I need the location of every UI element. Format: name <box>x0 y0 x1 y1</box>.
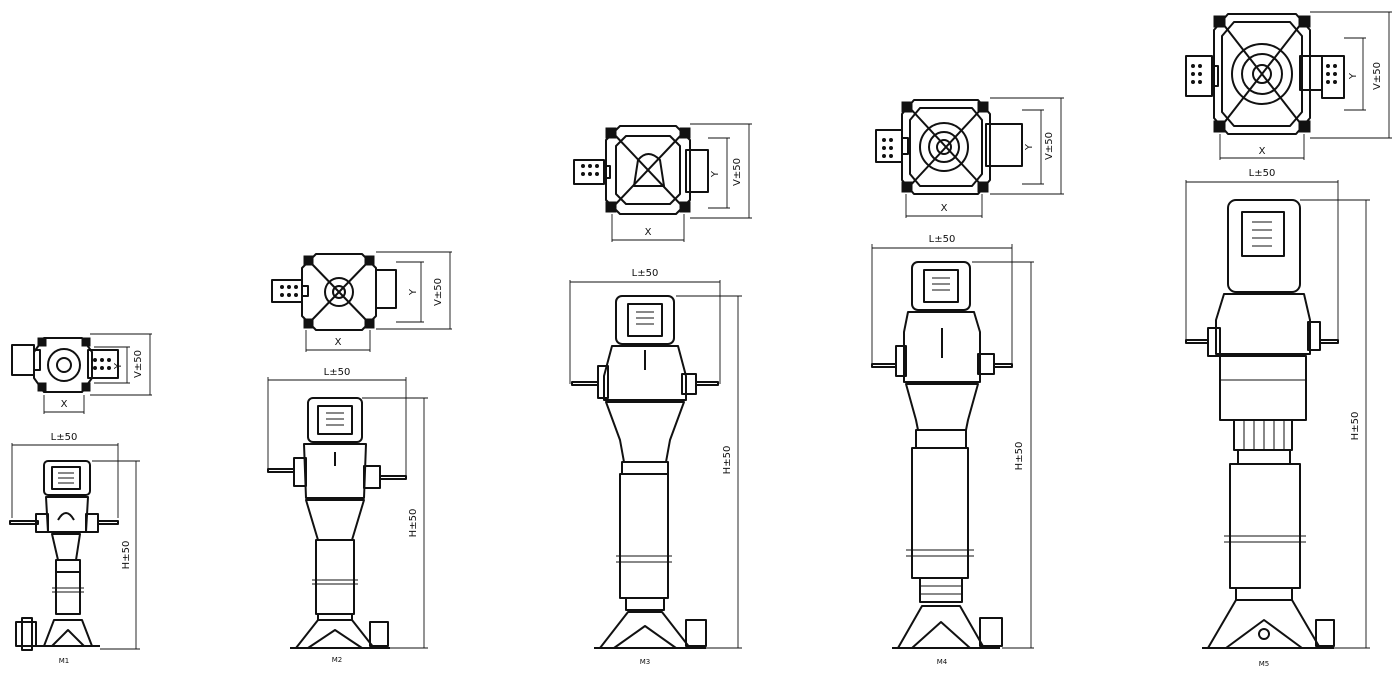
unit-5-y-label: Y <box>1348 72 1359 80</box>
unit-2-side-view: L±50 H±50 M2 <box>267 367 428 664</box>
unit-5-side-view: L±50 H±50 M5 <box>1185 168 1370 668</box>
unit-3-side-view: L±50 H±50 M3 <box>569 268 742 666</box>
unit-3-length-label: L±50 <box>632 268 659 279</box>
unit-5: V±50 Y X <box>1185 11 1392 668</box>
unit-3-x-label: X <box>645 227 652 238</box>
unit-1-length-label: L±50 <box>51 432 78 443</box>
unit-2-width-label: V±50 <box>433 278 444 306</box>
unit-2-x-label: X <box>335 337 342 348</box>
unit-2-y-label: Y <box>408 288 419 296</box>
unit-4-y-label: Y <box>1024 143 1035 151</box>
unit-2-top-view: V±50 Y X <box>271 251 452 352</box>
unit-1-width-label: V±50 <box>133 350 144 378</box>
unit-2-caption: M2 <box>332 656 343 664</box>
unit-4-side-view: L±50 H±50 M4 <box>871 234 1034 666</box>
unit-4-length-label: L±50 <box>929 234 956 245</box>
unit-1-side-view: L±50 H±50 M1 <box>9 432 140 665</box>
unit-5-height-label: H±50 <box>1350 412 1361 441</box>
unit-2: V±50 Y X <box>267 251 452 664</box>
unit-3-height-label: H±50 <box>722 446 733 475</box>
unit-5-caption: M5 <box>1259 660 1270 668</box>
unit-1-top-view: V±50 Y X <box>11 333 152 414</box>
unit-4-x-label: X <box>941 203 948 214</box>
unit-1-x-label: X <box>61 399 68 410</box>
unit-3: V±50 Y X <box>569 123 752 666</box>
unit-5-x-label: X <box>1259 146 1266 157</box>
unit-3-width-label: V±50 <box>732 158 743 186</box>
unit-4-width-label: V±50 <box>1044 132 1055 160</box>
unit-4-height-label: H±50 <box>1014 442 1025 471</box>
unit-1-height-label: H±50 <box>121 541 132 570</box>
unit-1-y-label: Y <box>113 362 124 370</box>
unit-2-height-label: H±50 <box>408 509 419 538</box>
unit-5-width-label: V±50 <box>1372 62 1383 90</box>
unit-1: V±50 Y X <box>9 333 152 665</box>
unit-4-caption: M4 <box>937 658 948 666</box>
unit-3-y-label: Y <box>710 170 721 178</box>
unit-2-length-label: L±50 <box>324 367 351 378</box>
unit-3-top-view: V±50 Y X <box>573 123 752 242</box>
unit-5-top-view: V±50 Y X <box>1185 11 1392 160</box>
unit-1-caption: M1 <box>59 657 70 665</box>
unit-5-length-label: L±50 <box>1249 168 1276 179</box>
unit-4: V±50 Y X <box>871 97 1064 666</box>
unit-3-caption: M3 <box>640 658 651 666</box>
unit-4-top-view: V±50 Y X <box>875 97 1064 218</box>
